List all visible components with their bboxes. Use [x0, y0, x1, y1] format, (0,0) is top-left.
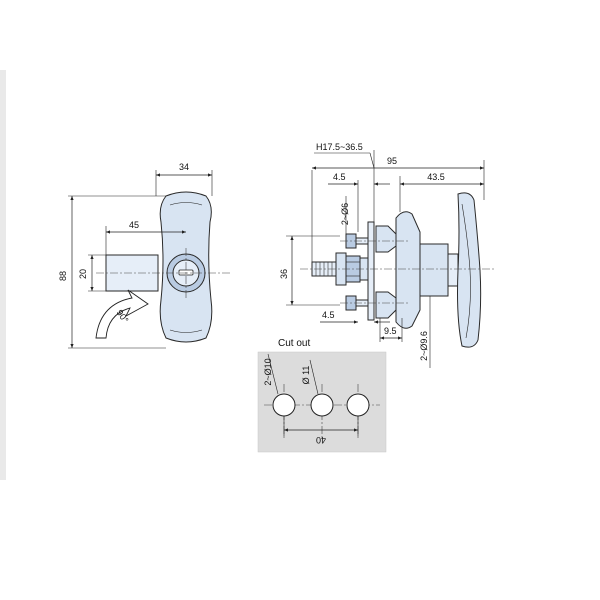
- dim-handle-length-label: 43.5: [427, 172, 445, 182]
- dim-nut-gap-label: 9.5: [384, 326, 397, 336]
- dim-total-length-label: 95: [387, 156, 397, 166]
- side-view: H17.5~36.5 95 4.5 43.5 2~Ø6 36 4.5 9.5 2…: [279, 142, 496, 368]
- cut-out-hole-left: [272, 393, 296, 417]
- screw-hole-label: 2~Ø6: [340, 203, 350, 225]
- housing-body: [419, 243, 449, 297]
- t-handle: [457, 192, 482, 348]
- housing-neck: [447, 253, 459, 287]
- left-edge-bar: [0, 70, 6, 480]
- dim-width-label: 34: [179, 162, 189, 172]
- dim-stem-dia-label: 20: [78, 269, 88, 279]
- dim-hole-spacing-label: 40: [316, 435, 326, 445]
- mounting-plate: [367, 221, 375, 321]
- front-handle-bottom-edge: [169, 329, 203, 333]
- dim-stem-length-label: 45: [129, 220, 139, 230]
- housing-flange: [395, 211, 421, 329]
- center-hole-label: Ø 11: [301, 366, 311, 385]
- dim-height-label: 88: [58, 271, 68, 281]
- front-handle-top-edge: [169, 202, 203, 206]
- dim-bottom-offset-label: 4.5: [322, 310, 335, 320]
- cut-out-hole-right: [346, 393, 370, 417]
- front-view: 34 88 45 20 90°: [58, 162, 230, 349]
- small-hole-label: 2~Ø10: [263, 358, 273, 385]
- dim-body-height-label: 36: [279, 269, 289, 279]
- cut-out-panel: Cut out 2~Ø10 Ø 11 40: [257, 338, 387, 453]
- upper-cap-nut: [375, 225, 397, 253]
- grip-range-label: H17.5~36.5: [316, 142, 363, 152]
- handle-hole-label: 2~Ø9.6: [419, 331, 429, 361]
- rotation-arrow-icon: [95, 289, 149, 339]
- cut-out-title: Cut out: [278, 338, 310, 349]
- cut-out-hole-center: [310, 393, 334, 417]
- dim-plate-offset-label: 4.5: [333, 172, 346, 182]
- lower-cap-nut: [375, 291, 397, 319]
